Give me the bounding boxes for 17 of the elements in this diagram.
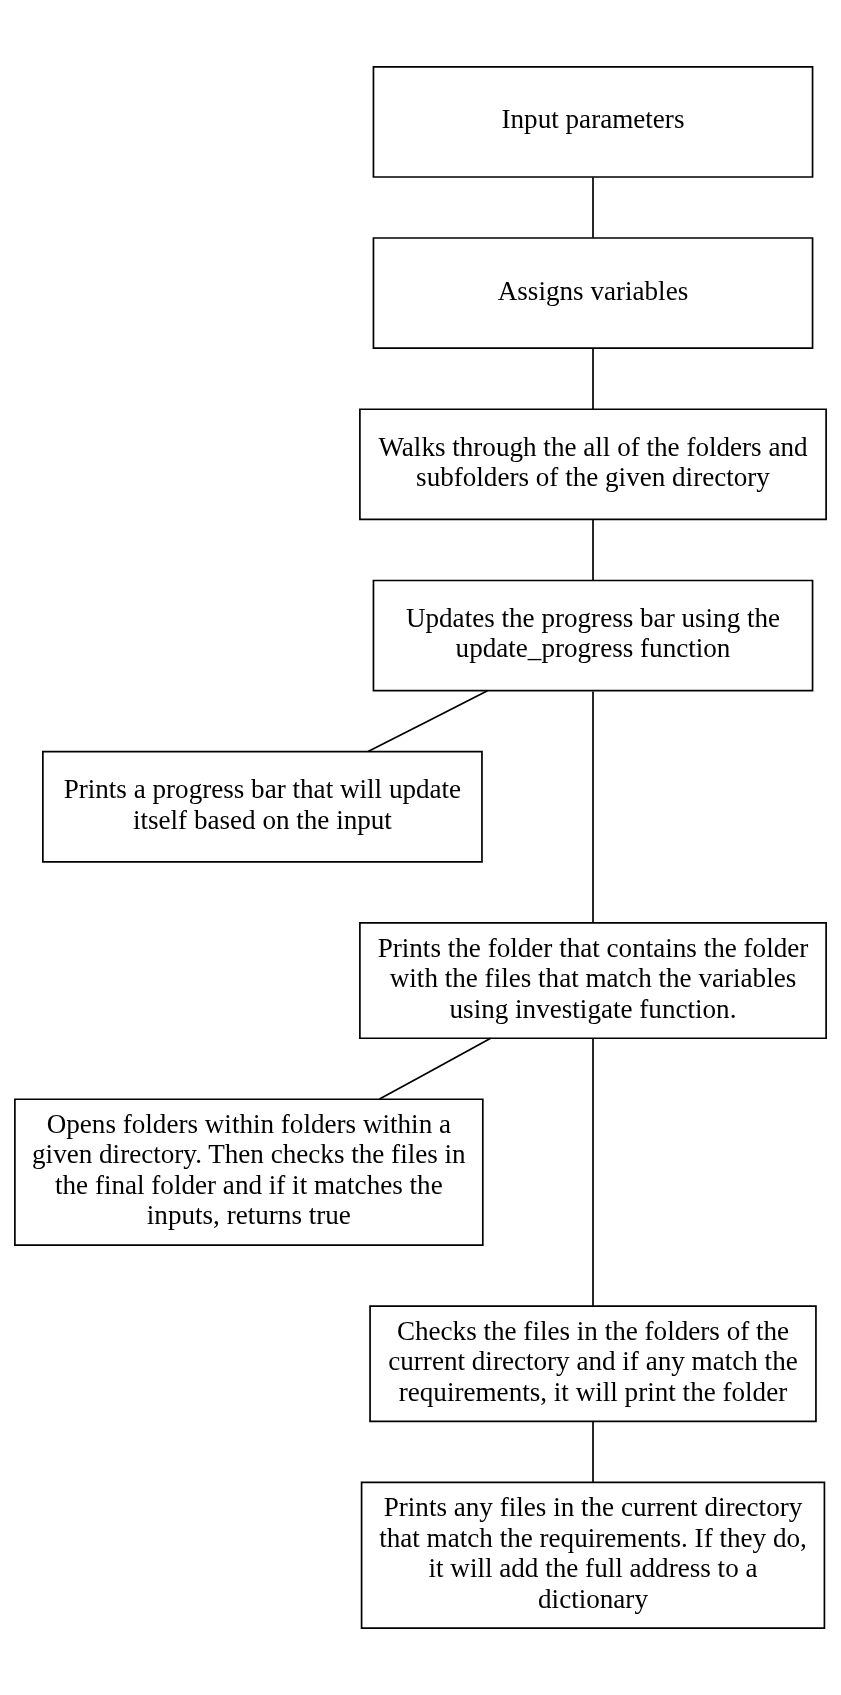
connector <box>378 1037 492 1100</box>
connector <box>592 176 594 239</box>
connector <box>367 690 489 753</box>
node-box: Prints the folder that contains the folder with the files that match the variables using investigate function. <box>359 922 827 1040</box>
node-box: Prints a progress bar that will update itself based on the input <box>42 750 483 863</box>
connector <box>592 1420 594 1483</box>
node-box: Walks through the all of the folders and subfolders of the given directory <box>359 408 827 521</box>
connector <box>592 347 594 410</box>
node-box: Opens folders within folders within a given directory. Then checks the files in the final folder and if it matches the inputs, returns true <box>14 1098 484 1246</box>
node-box: Input parameters <box>372 65 814 178</box>
node-box: Assigns variables <box>372 237 814 350</box>
connector <box>592 518 594 582</box>
connector <box>592 1037 594 1307</box>
node-box: Updates the progress bar using the update_progress function <box>372 579 814 692</box>
node-box: Prints any files in the current directory that match the requirements. If they do, it will add the full address to a dictionary <box>360 1481 826 1630</box>
connector <box>592 690 594 924</box>
node-box: Checks the files in the folders of the current directory and if any match the requirements, it will print the folder <box>369 1305 817 1423</box>
